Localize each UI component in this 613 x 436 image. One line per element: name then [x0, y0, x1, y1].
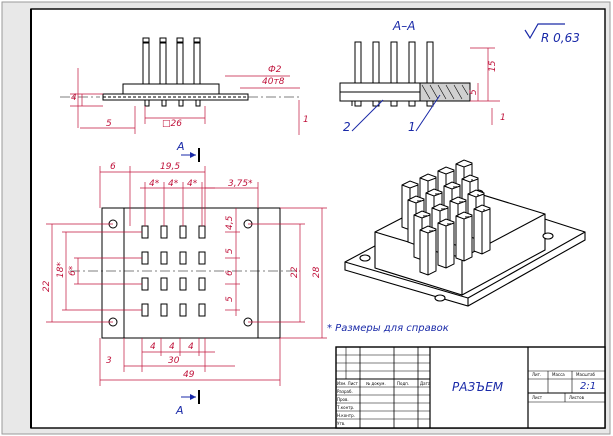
dim-plan-4a: 4* — [149, 179, 160, 189]
tb-sheets: Листов — [569, 395, 585, 400]
dim-plan-4c: 4* — [187, 179, 198, 189]
dim-plan-4b: 4* — [168, 179, 179, 189]
cut-label-top: А — [176, 140, 185, 153]
tb-col-doc: № докум. — [366, 381, 386, 386]
side-view — [60, 37, 300, 107]
dim-sec-1: 1 — [500, 113, 506, 123]
dim-sec-5: 5 — [469, 89, 479, 95]
dim-plan-3: 3 — [106, 356, 112, 366]
tb-utv: Утв. — [337, 421, 345, 426]
roughness-symbol: R 0,63 — [524, 23, 580, 45]
tb-col-date: Дата — [420, 381, 431, 386]
dim-sec-15: 15 — [488, 60, 498, 72]
dim-plan-b4a: 4 — [150, 342, 156, 352]
tb-izm: Изм. Лист — [337, 381, 358, 386]
section-view — [339, 41, 471, 107]
dim-plan-5a: 5 — [225, 248, 235, 254]
tb-scale-hdr: Масштаб — [576, 372, 596, 377]
cut-marker-bottom: А — [175, 390, 200, 417]
tb-mass: Масса — [552, 372, 565, 377]
dim-plan-45: 4,5 — [225, 215, 235, 230]
cut-label-bottom: А — [175, 404, 184, 417]
dim-plan-5b: 5 — [225, 296, 235, 302]
dim-plan-49: 49 — [183, 370, 195, 380]
tb-prov: Пров. — [337, 397, 349, 402]
section-title: А–А — [392, 19, 415, 33]
dim-plan-b4b: 4 — [169, 342, 175, 352]
dim-side-1: 1 — [303, 115, 309, 125]
leader-1: 1 — [408, 120, 416, 134]
dim-side-26: □26 — [162, 119, 182, 129]
leader-2: 2 — [343, 120, 351, 134]
dim-plan-6: 6 — [110, 162, 116, 172]
dim-plan-6l: 6* — [68, 265, 78, 276]
drawing-scale: 2:1 — [580, 381, 596, 392]
dim-side-dia: Ф2 — [268, 65, 282, 75]
reference-note: * Размеры для справок — [327, 323, 449, 334]
section-dims — [470, 47, 500, 125]
dim-plan-b4c: 4 — [188, 342, 194, 352]
tb-tkontr: Т.контр. — [336, 405, 354, 410]
dim-plan-375: 3,75* — [228, 179, 253, 189]
tb-lit: Лит. — [532, 372, 541, 377]
tb-col-sign: Подп. — [397, 381, 409, 386]
dim-plan-6r: 6 — [225, 270, 235, 276]
isometric-view — [344, 159, 586, 307]
tb-nkontr: Н.контр. — [337, 413, 355, 418]
dim-side-fit: 40т8 — [262, 77, 285, 87]
dim-plan-195: 19,5 — [160, 162, 180, 172]
title-block — [335, 346, 606, 429]
drawing-title: РАЗЪЕМ — [452, 380, 504, 394]
dim-plan-28: 28 — [312, 266, 322, 278]
roughness-label: R 0,63 — [541, 31, 580, 45]
plan-view — [70, 207, 300, 339]
dim-plan-22r: 22 — [290, 266, 300, 278]
tb-sheet: Лист — [532, 395, 543, 400]
plan-view-dims — [46, 166, 327, 386]
dim-plan-18: 18* — [56, 262, 66, 278]
side-view-dims — [70, 68, 300, 135]
tb-razrab: Разраб. — [337, 389, 353, 394]
dim-side-4: 4 — [71, 93, 77, 103]
dim-side-5: 5 — [106, 119, 112, 129]
dim-plan-30: 30 — [168, 356, 180, 366]
leader-lines — [351, 94, 441, 132]
cut-marker-top: А — [176, 140, 200, 162]
dim-plan-22l: 22 — [42, 280, 52, 292]
